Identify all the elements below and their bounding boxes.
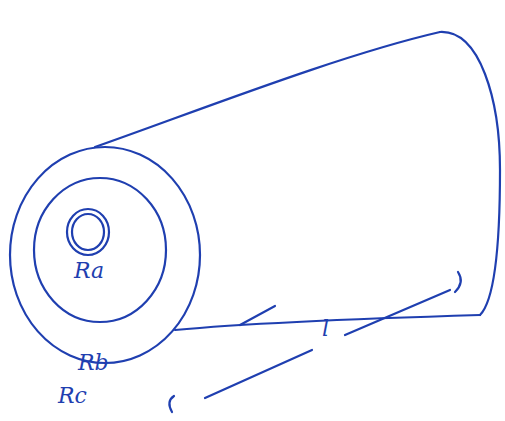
- radius-label: Ra: [74, 260, 104, 282]
- length-dimension-tick: [455, 272, 461, 292]
- cylinder-far-end: [440, 32, 500, 315]
- middle-cylinder-face: [34, 178, 166, 322]
- length-dimension-line: [169, 396, 174, 412]
- radius-label: Rb: [78, 352, 109, 374]
- radius-label: Rc: [58, 385, 87, 407]
- length-label: l: [322, 318, 329, 340]
- length-dimension-line: [345, 290, 450, 335]
- outer-cylinder-face: [10, 147, 200, 363]
- inner-conductor: [67, 209, 109, 255]
- cylinder-top-edge: [95, 32, 440, 147]
- leader-line: [240, 306, 275, 325]
- length-dimension-line: [205, 350, 312, 398]
- inner-conductor-rim: [72, 214, 104, 250]
